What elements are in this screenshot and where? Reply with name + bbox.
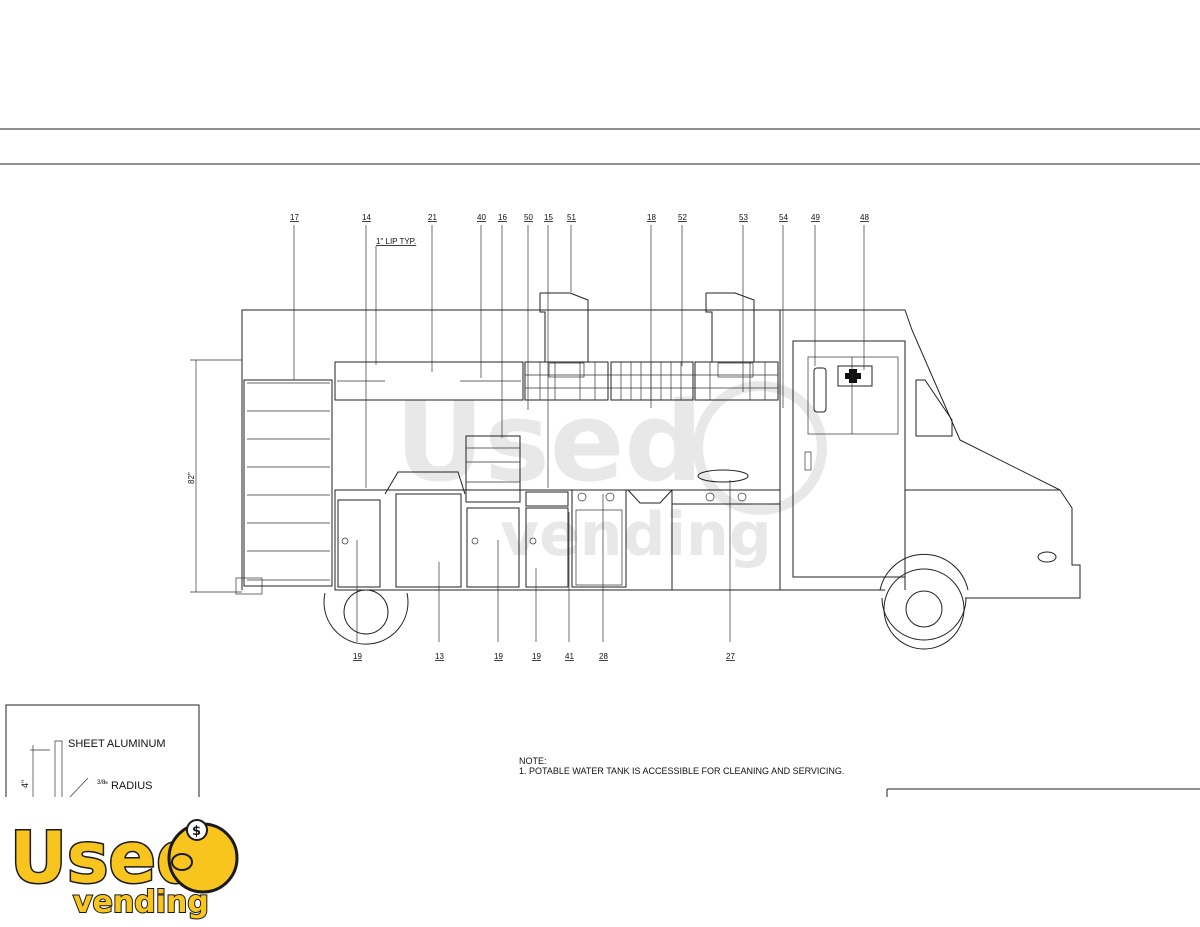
callout-label: 21 (428, 213, 437, 222)
fryer-15 (525, 491, 569, 507)
base-cabinet-run (334, 489, 781, 591)
box-outline (241, 309, 781, 590)
rear-wheel-well (323, 592, 409, 645)
logo-word-vending: vending (73, 885, 209, 920)
callout-label: 16 (498, 213, 507, 222)
callouts-bottom: 19 13 19 19 41 28 27 (353, 480, 735, 661)
watermark-subword: vending (500, 500, 772, 570)
callout-label: 17 (290, 213, 299, 222)
callout-label: 49 (811, 213, 820, 222)
cabinet-19c (525, 507, 569, 588)
steamer-27 (697, 469, 749, 483)
note-heading: NOTE: (519, 756, 547, 766)
cab-door (792, 340, 906, 578)
burner-knob-1 (577, 492, 587, 502)
cab-window-panel (807, 356, 899, 435)
front-wheel-tire (883, 568, 965, 650)
interior-equipment (243, 292, 873, 591)
callout-label: 19 (353, 652, 362, 661)
griddle-27 (671, 489, 781, 505)
logo-word-used: Used (10, 817, 206, 899)
burner-knob-2 (605, 492, 615, 502)
grid-panel-52 (610, 361, 694, 401)
callouts-top: 17 14 21 40 16 50 15 51 18 52 53 54 49 48 (290, 213, 869, 488)
cab-outline (780, 309, 1081, 599)
callout-label: 14 (362, 213, 371, 222)
first-aid-cross-h (845, 373, 861, 379)
range-28 (571, 489, 627, 588)
detail-material-label: SHEET ALUMINUM (68, 738, 166, 750)
callout-label: 53 (739, 213, 748, 222)
watermark-pig-icon (693, 381, 827, 515)
sink-18 (627, 489, 673, 504)
hood-filter-51 (548, 362, 585, 378)
rack-17 (243, 379, 333, 587)
callout-label: 19 (532, 652, 541, 661)
hood-53 (694, 361, 779, 401)
oven-16 (465, 435, 521, 503)
knob-19c (529, 537, 537, 545)
detail-radius-fraction: 3/8 (97, 780, 106, 786)
coin-icon (186, 819, 208, 841)
used-vending-logo: Used vending $ (9, 816, 239, 921)
knob-19b (471, 537, 479, 545)
callout-label: 40 (477, 213, 486, 222)
truck-body (235, 309, 1081, 650)
detail-vertical-dim: 4" (20, 780, 30, 788)
range-door (575, 509, 623, 586)
fridge-13 (395, 493, 462, 588)
callout-label: 41 (565, 652, 574, 661)
griddle-knob-1 (705, 492, 715, 502)
front-wheel-arch (879, 553, 969, 591)
detail-box: SHEET ALUMINUM 3/8 " RADIUS 4" (5, 704, 200, 798)
front-wheel-hub (905, 590, 943, 628)
callout-label: 15 (544, 213, 553, 222)
cab-window (915, 379, 953, 437)
pig-snout-icon (171, 853, 193, 871)
coin-symbol: $ (192, 824, 201, 839)
height-dimension: 82" (187, 359, 242, 593)
first-aid-kit-icon (837, 365, 873, 387)
prep-top-13 (384, 471, 466, 495)
rear-wheel-hub (343, 589, 389, 635)
callout-label: 51 (567, 213, 576, 222)
exhaust-51 (539, 292, 589, 362)
rack-shelves (247, 382, 330, 581)
callout-label: 19 (494, 652, 503, 661)
fire-extinguisher-icon (813, 367, 827, 413)
watermark-word: Used (395, 378, 703, 506)
callout-label: 54 (779, 213, 788, 222)
hood-filter-53 (717, 362, 754, 378)
exhaust-53 (705, 292, 755, 362)
upper-cabinet (334, 361, 524, 401)
height-dimension-label: 82" (187, 472, 196, 484)
callout-label: 50 (524, 213, 533, 222)
hood-51 (524, 361, 609, 401)
knob-19a (341, 537, 349, 545)
callout-label: 27 (726, 652, 735, 661)
cabinet-19a (337, 499, 381, 588)
marker-light (1037, 551, 1057, 563)
detail-radius-label: " RADIUS (104, 780, 153, 792)
lip-note: 1" LIP TYP. (376, 237, 416, 246)
cabinet-19b (466, 507, 520, 588)
callout-label: 48 (860, 213, 869, 222)
callout-label: 52 (678, 213, 687, 222)
note-line-1: 1. POTABLE WATER TANK IS ACCESSIBLE FOR … (519, 766, 844, 776)
watermark: Used vending (395, 378, 827, 570)
griddle-knob-2 (737, 492, 747, 502)
front-wheel-well (881, 597, 967, 641)
callout-label: 13 (435, 652, 444, 661)
door-handle (804, 451, 812, 471)
callout-label: 18 (647, 213, 656, 222)
callout-label: 28 (599, 652, 608, 661)
